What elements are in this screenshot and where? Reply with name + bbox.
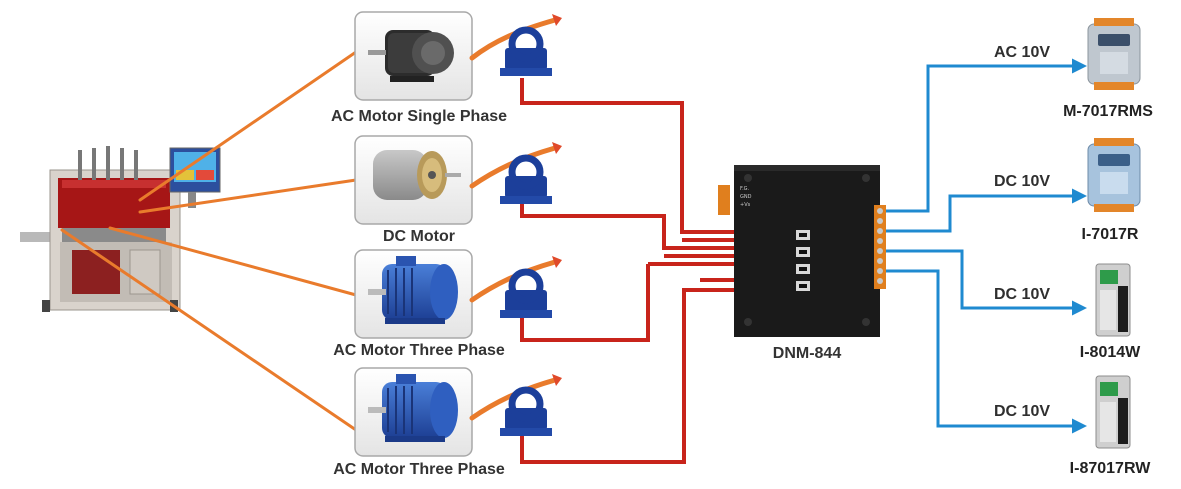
motor-box-1 xyxy=(354,11,473,101)
device-label-2: I-7017R xyxy=(1082,226,1139,243)
orange-link-3 xyxy=(108,226,358,297)
motor-label-2: DC Motor xyxy=(383,228,455,245)
blue-wire-3 xyxy=(886,249,1087,316)
motor-label-1: AC Motor Single Phase xyxy=(331,108,507,125)
red-wire-1 xyxy=(520,78,762,234)
signal-label-4: DC 10V xyxy=(994,403,1050,420)
orange-link-4 xyxy=(60,228,358,432)
motor-label-3: AC Motor Three Phase xyxy=(333,342,505,359)
blue-wire-1 xyxy=(886,58,1087,213)
signal-label-1: AC 10V xyxy=(994,44,1050,61)
signal-label-2: DC 10V xyxy=(994,173,1050,190)
blue-wire-2 xyxy=(886,188,1087,233)
device-label-1: M-7017RMS xyxy=(1063,103,1153,120)
motor-box-4 xyxy=(354,367,473,457)
hub-label: DNM-844 xyxy=(773,345,842,362)
winding-machine xyxy=(20,146,221,312)
device-label-4: I-87017RW xyxy=(1070,460,1152,477)
orange-links xyxy=(60,50,358,432)
device-i-7017r xyxy=(1087,138,1141,212)
dnm-844-module: F.G. GND +Vs xyxy=(718,165,886,337)
orange-link-1 xyxy=(138,50,358,202)
svg-text:+Vs: +Vs xyxy=(740,202,751,208)
motor-box-3 xyxy=(354,249,473,339)
sensor-2 xyxy=(469,142,562,204)
dc-motor-icon xyxy=(373,150,461,200)
three-phase-motor-icon xyxy=(368,256,458,324)
svg-text:GND: GND xyxy=(740,194,752,200)
single-phase-motor-icon xyxy=(368,30,454,82)
three-phase-motor-icon xyxy=(368,374,458,442)
sensor-3 xyxy=(469,256,562,318)
blue-wire-4 xyxy=(886,269,1087,434)
red-wire-4 xyxy=(520,288,762,464)
device-label-3: I-8014W xyxy=(1080,344,1141,361)
sensor-4 xyxy=(469,374,562,436)
svg-text:F.G.: F.G. xyxy=(740,186,750,192)
device-m-7017rms xyxy=(1087,18,1141,90)
device-i-8014w xyxy=(1095,263,1131,337)
signal-label-3: DC 10V xyxy=(994,286,1050,303)
motor-box-2 xyxy=(354,135,473,225)
red-wires xyxy=(520,78,762,464)
device-i-87017rw xyxy=(1095,375,1131,449)
red-wire-2 xyxy=(520,204,762,250)
sensor-1 xyxy=(469,14,562,76)
motor-label-4: AC Motor Three Phase xyxy=(333,461,505,478)
blue-wires xyxy=(886,58,1087,434)
orange-link-2 xyxy=(138,178,358,214)
red-wire-3 xyxy=(520,264,650,342)
